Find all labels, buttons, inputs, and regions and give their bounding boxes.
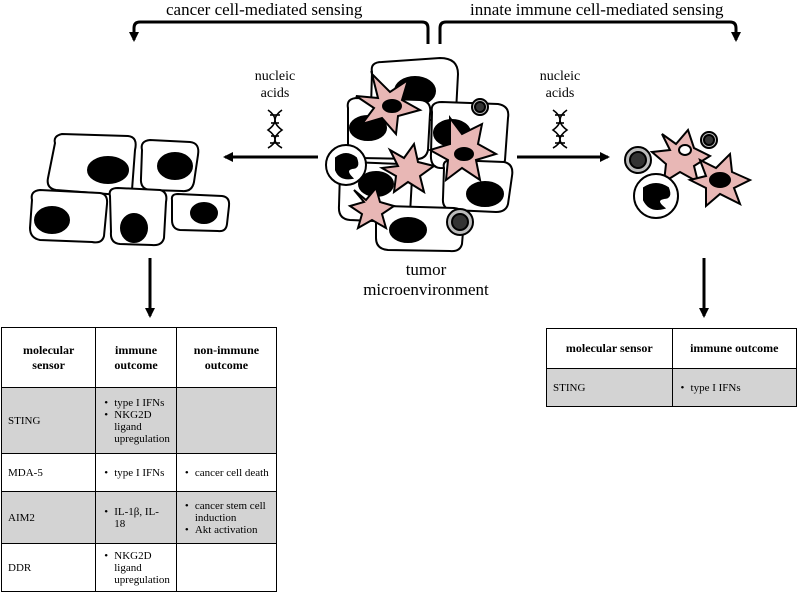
label-line: microenvironment xyxy=(363,280,489,299)
sensor-cell: MDA-5 xyxy=(0,453,97,492)
diagram-canvas xyxy=(28,20,753,318)
sensor-cell: AIM2 xyxy=(0,491,97,544)
non-immune-cell: cancer cell death xyxy=(175,453,278,492)
table-row: STING type I IFNs xyxy=(546,368,798,407)
list-item: type I IFNs xyxy=(680,382,790,394)
list-item: NKG2D ligand upregulation xyxy=(104,409,170,445)
col-header: non-immune outcome xyxy=(175,327,278,388)
dna-icon xyxy=(266,109,284,149)
immune-cell: NKG2D ligand upregulation xyxy=(95,543,177,592)
nucleic-acids-label-right: nucleic acids xyxy=(525,68,595,102)
non-immune-cell xyxy=(175,387,278,454)
col-header: molecular sensor xyxy=(0,327,97,388)
cancer-cell-cluster xyxy=(28,132,231,247)
list-item: cancer cell death xyxy=(185,467,270,479)
label-line: nucleic xyxy=(539,69,581,84)
label-line: acids xyxy=(545,86,575,101)
list-item: NKG2D ligand upregulation xyxy=(104,550,170,586)
bracket-arrow-left xyxy=(129,20,430,44)
immune-cell: type I IFNs xyxy=(95,453,177,492)
non-immune-cell xyxy=(175,543,278,592)
immune-cell: IL-1β, IL-18 xyxy=(95,491,177,544)
sensor-cell: DDR xyxy=(0,543,97,592)
dna-icon xyxy=(551,109,569,149)
table-row: DDR NKG2D ligand upregulation xyxy=(0,543,278,592)
non-immune-cell: cancer stem cell induction Akt activatio… xyxy=(175,491,278,544)
tumor-microenvironment-cluster xyxy=(325,56,514,253)
bracket-arrow-right xyxy=(438,20,741,44)
immune-sensing-table: molecular sensor immune outcome STING ty… xyxy=(546,328,798,407)
table-row: STING type I IFNs NKG2D ligand upregulat… xyxy=(0,387,278,454)
col-header: immune outcome xyxy=(95,327,177,388)
list-item: type I IFNs xyxy=(104,397,170,409)
nucleic-acids-label-left: nucleic acids xyxy=(240,68,310,102)
list-item: Akt activation xyxy=(185,524,270,536)
sensor-cell: STING xyxy=(546,368,673,407)
header-immune-sensing: innate immune cell-mediated sensing xyxy=(470,0,724,19)
col-header: immune outcome xyxy=(671,328,798,369)
innate-immune-cell-cluster xyxy=(624,128,753,219)
list-item: IL-1β, IL-18 xyxy=(104,506,170,530)
list-item: cancer stem cell induction xyxy=(185,500,270,524)
label-line: tumor xyxy=(405,260,447,279)
immune-cell: type I IFNs NKG2D ligand upregulation xyxy=(95,387,177,454)
label-line: nucleic xyxy=(254,69,296,84)
header-cancer-sensing: cancer cell-mediated sensing xyxy=(166,0,363,19)
table-row: AIM2 IL-1β, IL-18 cancer stem cell induc… xyxy=(0,491,278,544)
col-header: molecular sensor xyxy=(546,328,673,369)
tumor-microenvironment-label: tumor microenvironment xyxy=(336,260,516,300)
immune-cell: type I IFNs xyxy=(671,368,798,407)
label-line: acids xyxy=(260,86,290,101)
sensor-cell: STING xyxy=(0,387,97,454)
table-row: MDA-5 type I IFNs cancer cell death xyxy=(0,453,278,492)
list-item: type I IFNs xyxy=(104,467,170,479)
cancer-sensing-table: molecular sensor immune outcome non-immu… xyxy=(0,327,278,592)
